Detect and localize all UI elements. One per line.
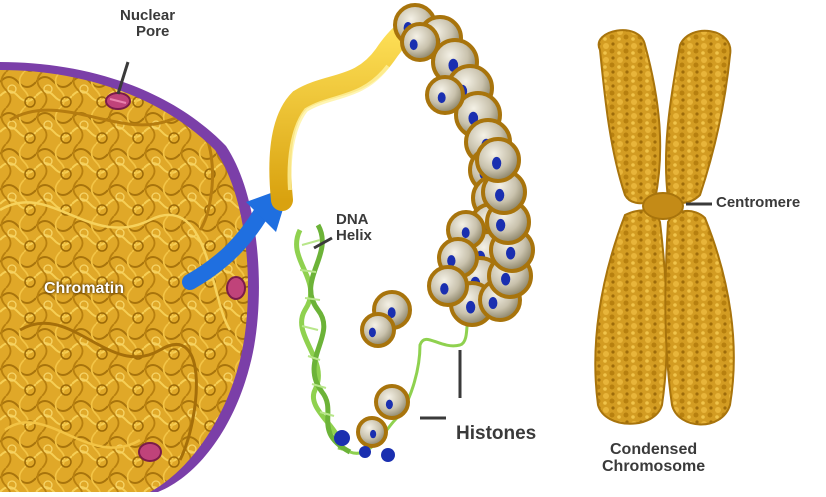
centromere-label: Centromere xyxy=(716,195,800,211)
dna-helix-label-line1: DNA xyxy=(336,212,372,228)
histone-marker xyxy=(369,328,376,338)
centromere-region xyxy=(643,193,683,219)
histone-marker xyxy=(506,247,515,260)
histone-marker xyxy=(496,219,505,232)
dna-helix-label: DNA Helix xyxy=(336,212,372,244)
histone-marker xyxy=(501,273,510,286)
histone-marker xyxy=(359,446,371,458)
nuclear-pore-3 xyxy=(139,443,161,461)
histone-marker xyxy=(410,39,418,50)
histone-marker xyxy=(381,448,395,462)
histones-label: Histones xyxy=(456,424,536,445)
condensed-chromosome xyxy=(595,30,734,424)
nucleosome-bead xyxy=(362,314,394,346)
nuclear-pore-label: Nuclear Pore xyxy=(120,8,175,40)
dna-helix-label-line2: Helix xyxy=(336,228,372,244)
nucleosome-bead xyxy=(429,267,467,305)
histones-leader xyxy=(420,350,460,418)
histone-marker xyxy=(495,189,504,202)
histone-marker xyxy=(466,301,475,314)
histone-marker xyxy=(370,430,376,438)
nucleus xyxy=(0,60,260,492)
chromatin-fiber xyxy=(280,22,420,200)
histone-marker xyxy=(447,255,455,266)
condensed-chromosome-label: Condensed Chromosome xyxy=(602,441,705,476)
condensed-chromosome-label-line1: Condensed xyxy=(602,441,705,458)
nuclear-pore-2 xyxy=(227,277,245,299)
nucleosome-bead xyxy=(402,24,438,60)
histone-marker xyxy=(438,92,446,103)
chromatin-label: Chromatin xyxy=(44,280,124,297)
histone-marker xyxy=(492,157,501,170)
condensed-chromosome-label-line2: Chromosome xyxy=(602,458,705,475)
histone-marker xyxy=(489,297,498,309)
histone-marker xyxy=(386,400,393,410)
nuclear-pore-label-line2: Pore xyxy=(120,24,175,40)
histone-marker xyxy=(334,430,350,446)
histone-marker xyxy=(462,227,470,238)
nuclear-pore xyxy=(106,93,130,109)
nuclear-pore-label-line1: Nuclear xyxy=(120,8,175,24)
histone-marker xyxy=(440,283,448,294)
